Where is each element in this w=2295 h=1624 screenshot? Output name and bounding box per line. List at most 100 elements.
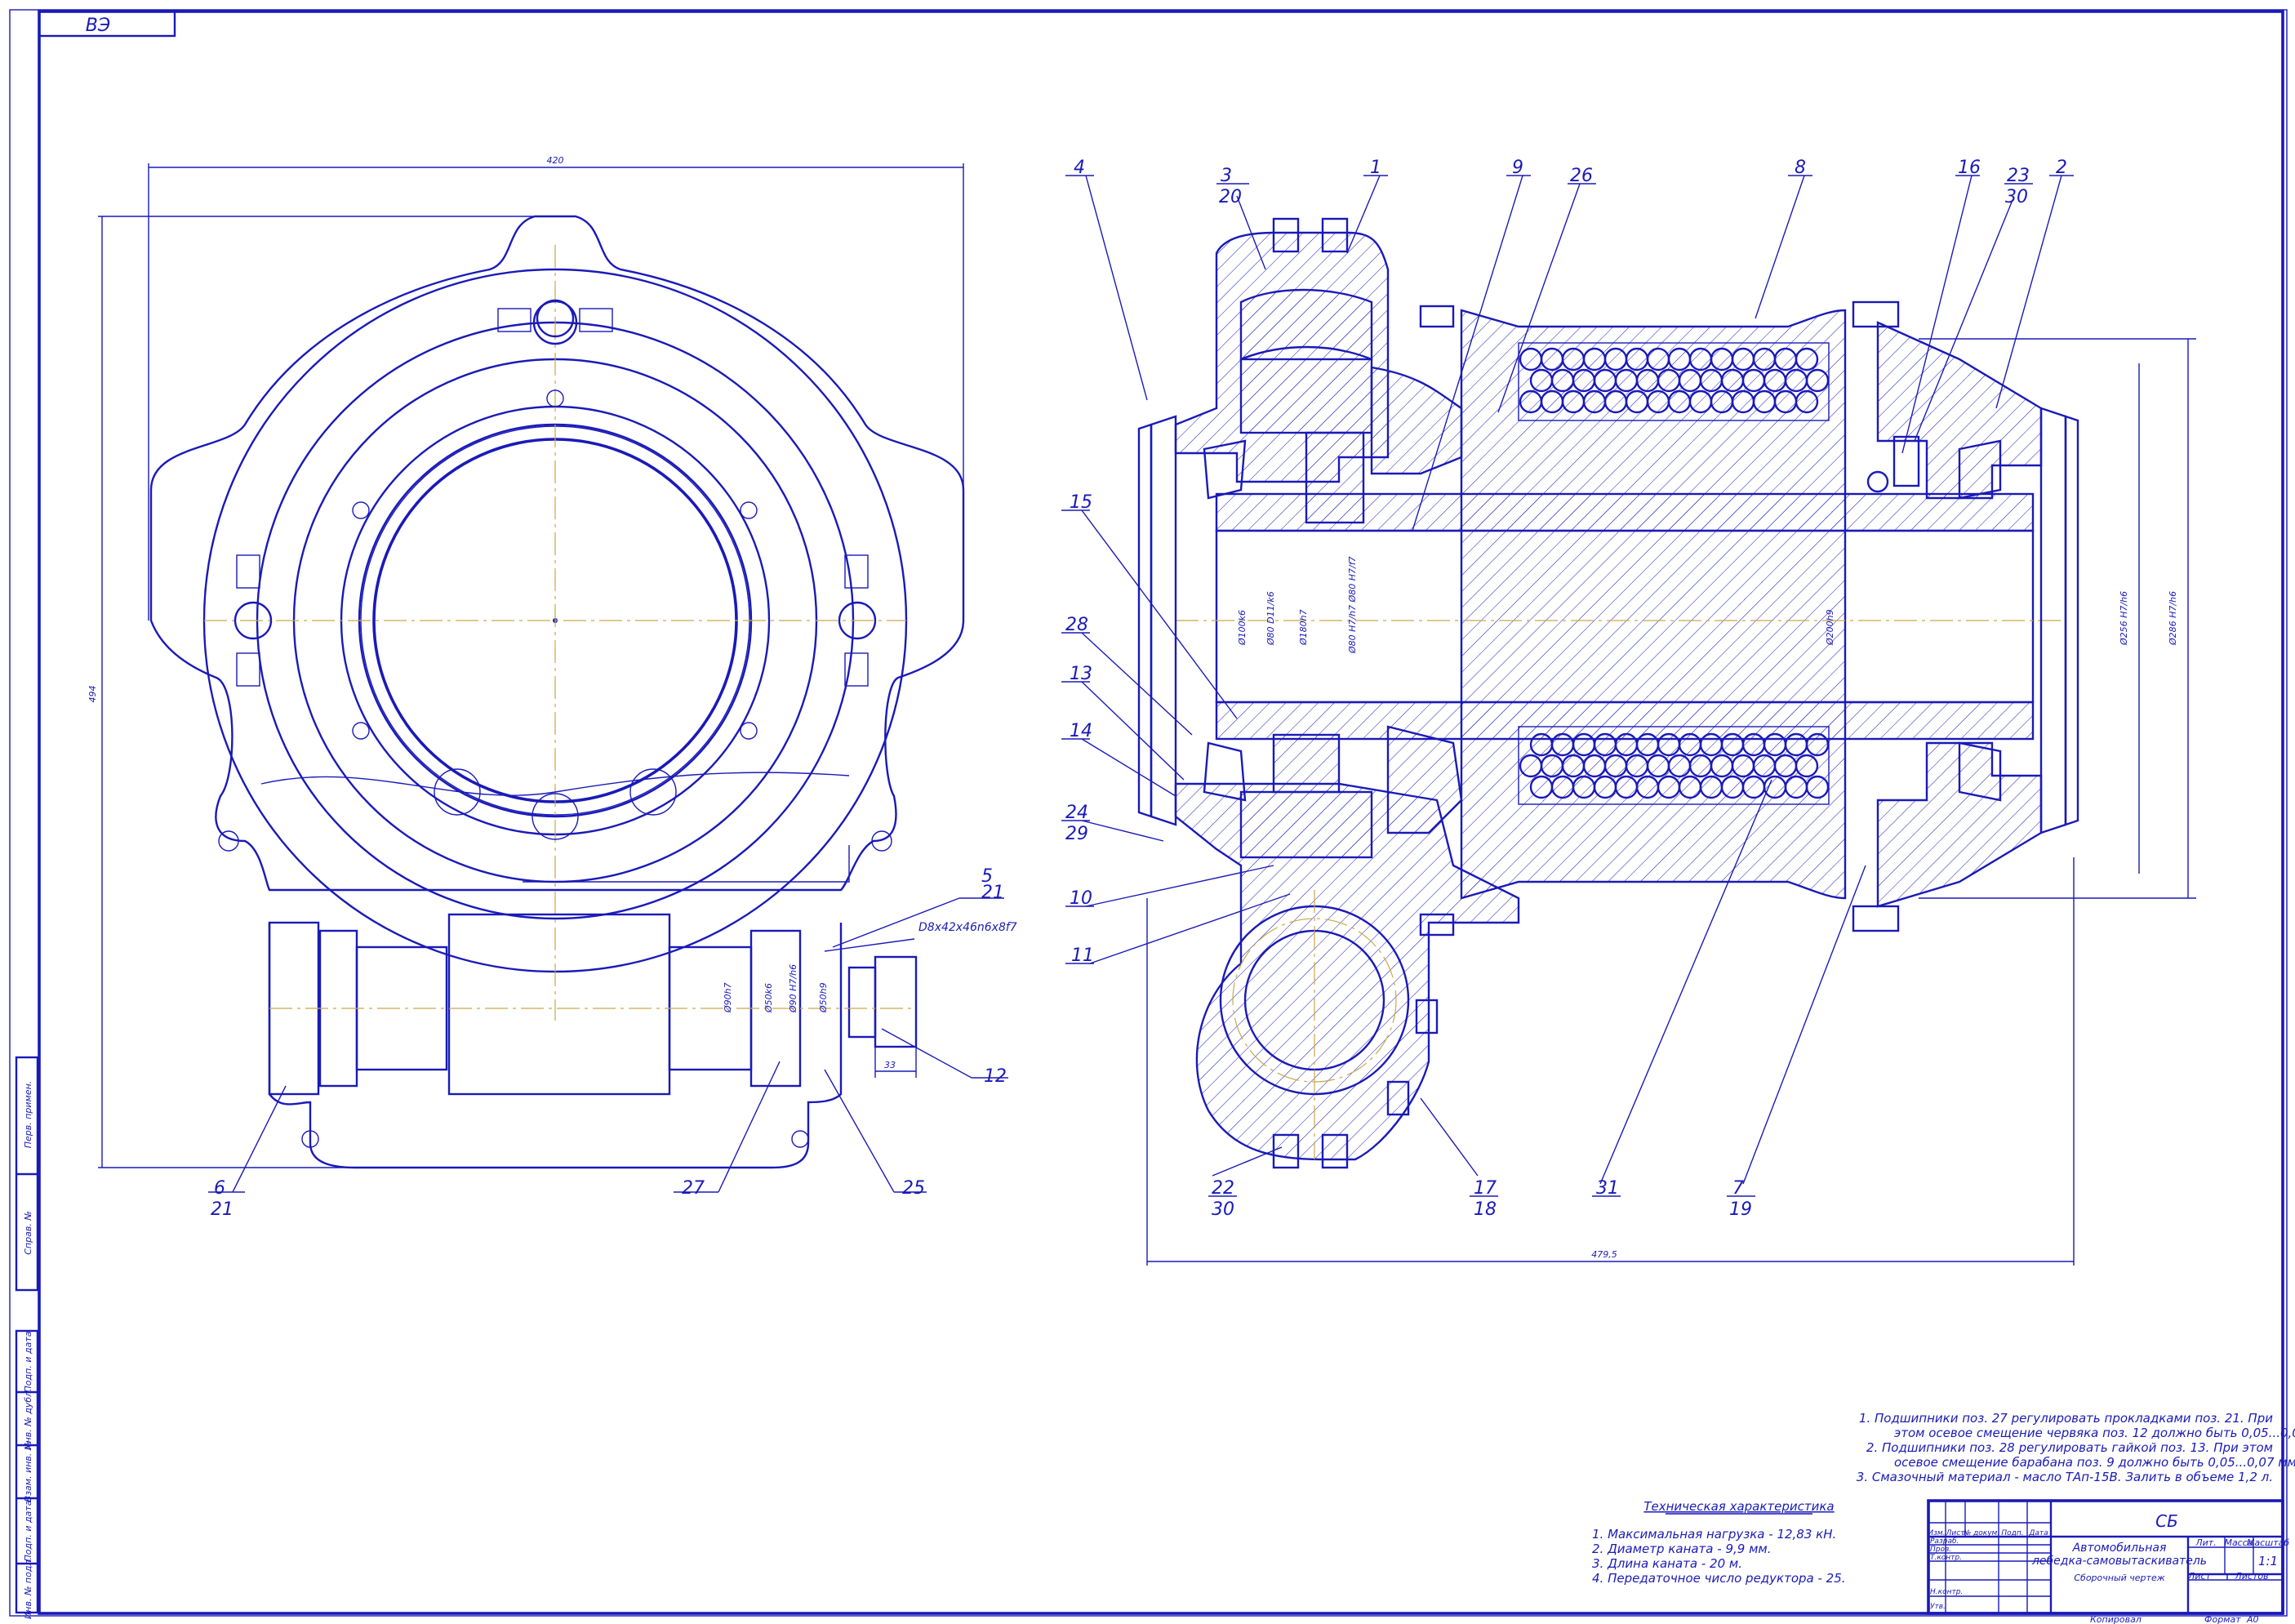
callout-22: 22 [1212,1178,1234,1199]
tb-col-2: Лист [1946,1529,1966,1537]
stamp-ref-no: Справ. № [23,1211,33,1255]
tb-copied: Копировал [2090,1614,2142,1624]
title-mass: Масса [2224,1537,2253,1548]
title-sheet: Лист [2187,1571,2211,1582]
callout-7: 7 [1732,1178,1744,1199]
callout-27: 27 [682,1178,705,1199]
side-stamp-column: Перв. примен. Справ. № Подп. и дата Инв.… [15,1056,39,1619]
stamp-orig-inv: Инв. № подл. [23,1557,33,1619]
callout-21-top: 21 [981,883,1004,903]
tb-col-4: Подп. [2001,1529,2023,1537]
callout-6: 6 [214,1178,225,1199]
stamp-replace-inv: Взам. инв. № [23,1441,33,1502]
technical-characteristics: Техническая характеристика 1. Максимальн… [1592,1499,1846,1586]
tb-row-approve: Утв. [1930,1603,1946,1611]
callout-29: 29 [1065,824,1088,844]
callout-4: 4 [1074,158,1085,178]
tech-title: Техническая характеристика [1643,1499,1834,1514]
dim-spline: D8х42х46n6х8f7 [918,921,1017,934]
title-code: СБ [2155,1511,2178,1531]
tb-col-1: Изм. [1928,1529,1945,1537]
callout-25: 25 [902,1178,925,1199]
callout-10: 10 [1070,888,1092,909]
callout-5: 5 [981,866,993,887]
callout-21-left: 21 [211,1199,234,1220]
note-line-3: 2. Подшипники поз. 28 регулировать гайко… [1866,1440,2273,1455]
tech-line-3: 3. Длина каната - 20 м. [1592,1556,1742,1571]
fit-right-7: Ø286 H7/h6 [2168,591,2178,646]
fit-right-5: Ø200h9 [1825,609,1835,646]
title-block: СБ Автомобильная лебедка-самовытаскивате… [1927,1499,2289,1624]
fit-left-4: Ø50h9 [818,982,829,1013]
fit-left-2: Ø50k6 [763,983,774,1013]
cable-coils [1519,347,1830,799]
callout-15: 15 [1070,492,1092,513]
tb-row-tcontrol: Т.контр. [1930,1554,1962,1562]
dim-height-left: 494 [87,686,98,703]
fit-right-6: Ø256 H7/h6 [2119,591,2129,646]
section-view: 479,5 [1061,175,2196,1266]
drawing-frame: ВЭ [9,9,2288,1617]
callout-13: 13 [1070,664,1092,684]
callout-18: 18 [1474,1199,1497,1220]
note-line-1: 1. Подшипники поз. 27 регулировать прокл… [1859,1411,2273,1426]
fit-right-3: Ø180h7 [1298,609,1309,646]
callout-30-bottom: 30 [1212,1199,1234,1220]
tb-row-ncontrol: Н.контр. [1930,1588,1963,1596]
cable-turn [1795,347,1819,372]
fit-right-2: Ø80 D11/k6 [1265,591,1276,646]
tb-format-value: А0 [2246,1614,2259,1624]
title-sheets: Листов [2234,1571,2268,1582]
callout-8: 8 [1795,158,1806,178]
callout-11: 11 [1071,945,1094,966]
dim-width-right: 479,5 [1591,1249,1617,1260]
stamp-sign-date-2: Подп. и дата [23,1500,33,1561]
stamp-sign-date-1: Подп. и дата [23,1331,33,1392]
callout-19: 19 [1729,1199,1752,1220]
fit-right-1: Ø100k6 [1237,610,1248,646]
callout-28: 28 [1065,615,1088,635]
callout-2: 2 [2056,158,2067,178]
callout-30-top: 30 [2005,187,2028,207]
tb-format: Формат [2204,1614,2241,1624]
callout-24: 24 [1065,803,1088,823]
callout-14: 14 [1070,721,1092,741]
technical-notes: 1. Подшипники поз. 27 регулировать прокл… [1857,1411,2295,1484]
title-name-2: лебедка-самовытаскиватель [2031,1555,2207,1568]
callout-12: 12 [984,1066,1007,1087]
cable-turn [1805,775,1830,799]
callout-31: 31 [1596,1178,1619,1199]
corner-stamp: ВЭ [86,16,110,36]
note-line-2: этом осевое смещение червяка поз. 12 дол… [1894,1426,2295,1440]
tb-col-5: Дата [2028,1529,2048,1537]
stamp-dup-inv: Инв. № дубл. [23,1388,33,1449]
note-line-4: осевое смещение барабана поз. 9 должно б… [1894,1455,2295,1470]
title-lit: Лит. [2195,1537,2216,1548]
title-doc-type: Сборочный чертеж [2074,1573,2164,1583]
front-view: 420 494 [87,155,1017,1193]
fit-left-3: Ø90 H7/h6 [788,964,798,1013]
callout-3: 3 [1221,166,1232,186]
fit-left-1: Ø90h7 [723,982,733,1013]
cable-turn [1795,389,1819,414]
dim-shaft-end: 33 [884,1060,896,1070]
cable-turn [1805,368,1830,393]
title-scale: Масштаб [2247,1537,2289,1548]
cable-turn [1795,754,1819,778]
callout-23: 23 [2007,166,2030,186]
tech-line-2: 2. Диаметр каната - 9,9 мм. [1592,1542,1771,1556]
title-name-1: Автомобильная [2072,1542,2167,1555]
note-line-5: 3. Смазочный материал - масло ТАп-15В. З… [1857,1470,2273,1484]
callout-20: 20 [1219,187,1242,207]
tech-line-1: 1. Максимальная нагрузка - 12,83 кН. [1592,1527,1836,1542]
callout-26: 26 [1570,166,1593,186]
tb-row-develop: Разраб. [1930,1537,1959,1546]
stamp-first-use: Перв. примен. [23,1081,33,1149]
callout-17: 17 [1474,1178,1497,1199]
tb-row-check: Пров. [1930,1546,1951,1554]
cable-turn [1805,732,1830,757]
callout-16: 16 [1958,158,1981,178]
tech-line-4: 4. Передаточное число редуктора - 25. [1592,1571,1846,1586]
tb-col-3: № докум. [1963,1529,1999,1537]
